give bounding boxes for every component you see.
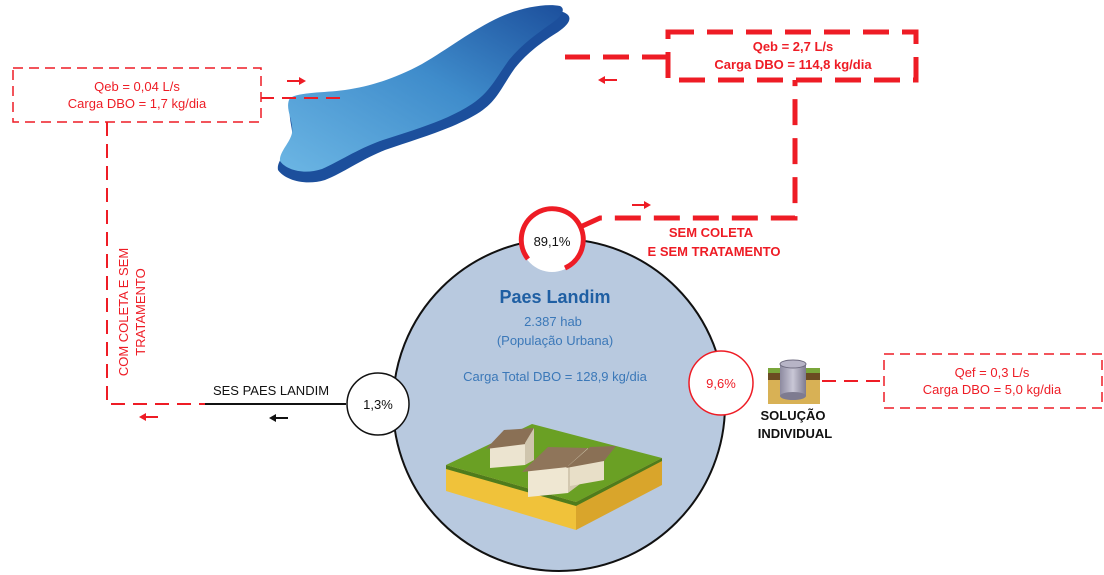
ses-system-label: SES PAES LANDIM: [213, 383, 329, 398]
solucao-load: Carga DBO = 5,0 kg/dia: [923, 382, 1062, 397]
sem-coleta-load: Carga DBO = 114,8 kg/dia: [714, 57, 872, 72]
info-box-sem-coleta: Qeb = 2,7 L/s Carga DBO = 114,8 kg/dia: [665, 29, 919, 83]
percent-solucao: 9,6%: [706, 376, 736, 391]
com-coleta-vertical-line2: TRATAMENTO: [133, 268, 148, 355]
com-coleta-path: [106, 122, 205, 405]
municipality-population-type: (População Urbana): [497, 333, 613, 348]
septic-tank-icon: [768, 359, 820, 404]
com-coleta-load: Carga DBO = 1,7 kg/dia: [68, 96, 207, 111]
solucao-label-line1: SOLUÇÃO: [761, 408, 826, 423]
sem-coleta-flow: Qeb = 2,7 L/s: [753, 39, 834, 54]
municipality-population: 2.387 hab: [524, 314, 582, 329]
percent-sem-coleta: 89,1%: [534, 234, 571, 249]
info-box-solucao: Qef = 0,3 L/s Carga DBO = 5,0 kg/dia: [883, 353, 1103, 409]
river: [277, 5, 570, 183]
com-coleta-flow: Qeb = 0,04 L/s: [94, 79, 180, 94]
sem-coleta-label-line2: E SEM TRATAMENTO: [648, 244, 781, 259]
municipality-name: Paes Landim: [499, 287, 610, 307]
info-box-com-coleta: Qeb = 0,04 L/s Carga DBO = 1,7 kg/dia: [12, 67, 262, 123]
arrow-left-com-coleta-icon: [139, 413, 158, 421]
arrow-right-sem-coleta-icon: [632, 201, 651, 209]
town-illustration: [446, 424, 662, 530]
solucao-label-line2: INDIVIDUAL: [758, 426, 832, 441]
arrow-right-to-river-icon: [287, 77, 306, 85]
arrow-left-to-river-icon: [598, 76, 617, 84]
com-coleta-vertical-label: COM COLETA E SEM TRATAMENTO: [116, 248, 148, 376]
sem-coleta-label-line1: SEM COLETA: [669, 225, 754, 240]
percent-circle-solucao: 9,6%: [688, 350, 754, 416]
com-coleta-vertical-line1: COM COLETA E SEM: [116, 248, 131, 376]
percent-circle-com-coleta: 1,3% SES PAES LANDIM: [205, 372, 410, 436]
municipality-total-load: Carga Total DBO = 128,9 kg/dia: [463, 369, 647, 384]
percent-com-coleta: 1,3%: [363, 397, 393, 412]
river-body: [279, 5, 563, 172]
flow-arrows: [139, 76, 651, 421]
sem-coleta-path: [576, 75, 798, 231]
arrow-left-ses-icon: [269, 414, 288, 422]
percent-circle-sem-coleta: 89,1%: [518, 206, 586, 272]
flow-lines: [106, 54, 884, 405]
solucao-flow: Qef = 0,3 L/s: [955, 365, 1030, 380]
